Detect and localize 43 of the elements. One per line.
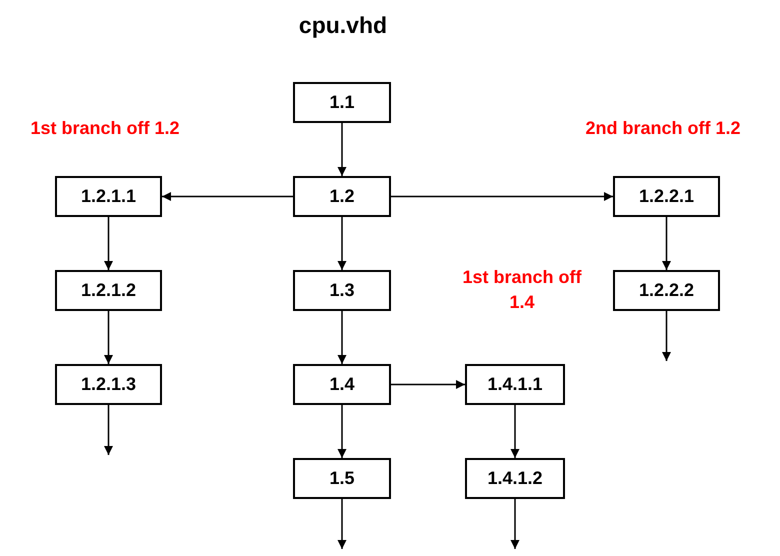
box-label: 1.4 <box>329 374 355 395</box>
arrow <box>662 217 671 270</box>
box-label: 1.5 <box>329 468 355 489</box>
branch-note: 2nd branch off 1.2 <box>584 118 742 139</box>
arrow <box>104 217 113 270</box>
box-label: 1.4.1.1 <box>487 374 543 395</box>
box-label: 1.2.2.1 <box>638 186 694 207</box>
branch-note: 1st branch off 1.4 <box>462 266 582 314</box>
branch-note: 1st branch off 1.2 <box>29 118 181 139</box>
process-box <box>613 270 720 311</box>
arrow <box>510 499 520 549</box>
arrow <box>662 311 671 361</box>
process-box <box>293 270 391 311</box>
process-box <box>55 364 162 405</box>
process-box <box>613 176 720 217</box>
box-label: 1.2.1.3 <box>80 374 136 395</box>
process-box <box>55 270 162 311</box>
box-label: 1.2.1.2 <box>80 280 136 301</box>
box-label: 1.2 <box>329 186 355 207</box>
process-box <box>465 458 565 499</box>
arrow <box>510 405 520 458</box>
arrow <box>338 123 346 176</box>
process-box <box>465 364 565 405</box>
box-label: 1.4.1.2 <box>487 468 543 489</box>
process-box <box>293 458 391 499</box>
process-box <box>293 364 391 405</box>
box-label: 1.2.1.1 <box>80 186 136 207</box>
box-label: 1.2.2.2 <box>638 280 694 301</box>
box-label: 1.1 <box>329 92 355 113</box>
arrow <box>338 405 346 458</box>
process-box <box>293 82 391 123</box>
arrow <box>391 192 613 201</box>
arrow <box>162 192 293 201</box>
box-label: 1.3 <box>329 280 355 301</box>
arrow <box>338 311 346 364</box>
process-box <box>55 176 162 217</box>
arrow <box>104 405 113 455</box>
arrow <box>338 499 346 549</box>
arrow <box>338 217 346 270</box>
arrow <box>391 380 465 389</box>
arrow <box>104 311 113 364</box>
process-box <box>293 176 391 217</box>
diagram-title: cpu.vhd <box>298 12 388 39</box>
